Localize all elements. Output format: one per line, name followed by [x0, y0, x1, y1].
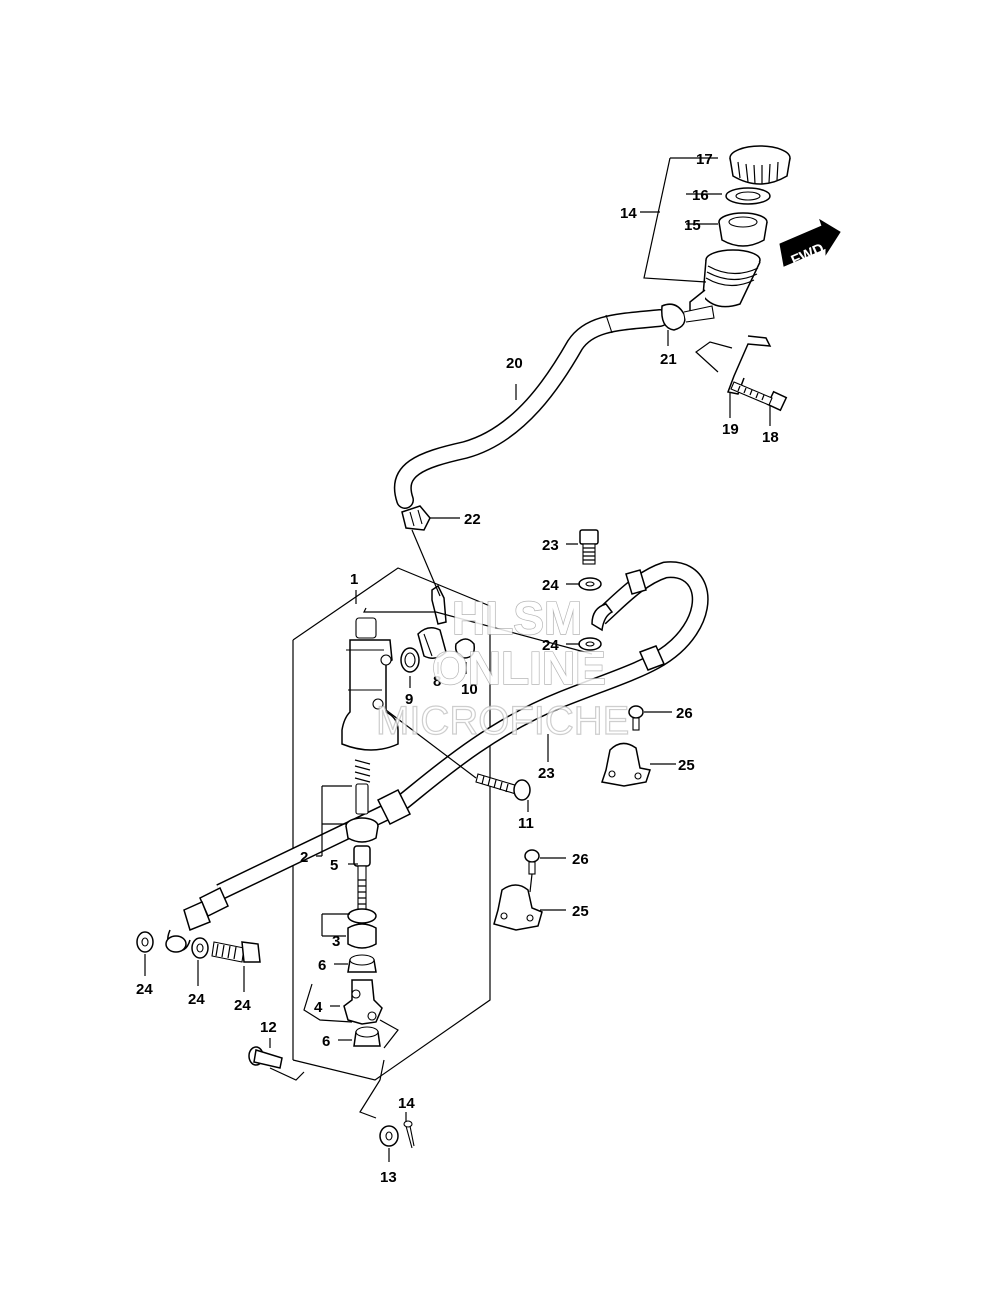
washer-part-24-lower-b	[191, 937, 209, 959]
hose-guide-part-25-lower	[493, 884, 543, 931]
callout-21-upper: 21	[660, 351, 677, 368]
watermark-line-3: MICROFICHE	[376, 699, 629, 743]
nut-part-6-upper	[347, 954, 377, 973]
callout-17: 17	[696, 151, 713, 168]
union-fitting-part-7	[417, 584, 447, 659]
callout-26-upper: 26	[676, 705, 693, 722]
hose-guide-part-25-upper	[601, 742, 651, 787]
callout-22: 23	[538, 765, 555, 782]
callout-20: 20	[506, 355, 523, 372]
callout-24-upper-b: 24	[542, 637, 559, 654]
banjo-bolt-part-23-upper	[579, 529, 599, 565]
o-ring-part-8	[400, 647, 420, 673]
watermark: HLSM ONLINE MICROFICHE	[375, 591, 630, 743]
callout-24-lower-a: 24	[136, 981, 153, 998]
nut-part-6-lower	[353, 1026, 381, 1047]
reservoir-tank-part-14	[689, 249, 761, 313]
hose-clamp-part-21-upper	[661, 303, 715, 331]
push-rod-part-5	[353, 845, 371, 913]
callout-24-upper-a: 24	[542, 577, 559, 594]
callout-2: 2	[300, 849, 308, 866]
washer-part-12	[379, 1125, 399, 1147]
reservoir-cap-part-17	[729, 145, 791, 185]
circlip-part-9	[454, 638, 476, 659]
callout-labels: 17 16 15 14 21 19 18 20 22 23 24 24 1 9 …	[136, 151, 779, 1186]
callout-24-lower-b: 24	[188, 991, 205, 1008]
callout-1: 1	[350, 571, 358, 588]
callout-10: 11	[518, 815, 534, 832]
callout-13: 14	[398, 1095, 415, 1112]
reservoir-hose-part-20	[393, 309, 669, 509]
callout-23-upper: 23	[542, 537, 559, 554]
callout-25-lower: 25	[572, 903, 589, 920]
cotter-pin-part-13	[403, 1120, 415, 1149]
piston-cup-part-2	[345, 817, 379, 843]
bolt-part-10	[475, 773, 531, 801]
callout-16: 16	[692, 187, 709, 204]
banjo-bolt-part-23-lower	[211, 941, 261, 963]
callout-3: 3	[332, 933, 340, 950]
callout-19: 19	[722, 421, 739, 438]
bolt-part-18	[730, 381, 788, 412]
master-cylinder-body	[341, 617, 399, 751]
callout-23-lower: 24	[234, 997, 251, 1014]
callout-21-lower: 22	[464, 511, 481, 528]
callout-7: 8	[433, 673, 441, 690]
brake-hose-part-22	[165, 561, 709, 953]
callout-4: 4	[314, 999, 323, 1016]
callout-8: 9	[405, 691, 413, 708]
callout-6-lower: 6	[322, 1033, 330, 1050]
callout-12: 13	[380, 1169, 397, 1186]
callout-14: 14	[620, 205, 637, 222]
callout-6-upper: 6	[318, 957, 326, 974]
push-rod-spring	[354, 759, 371, 815]
leader-lines	[144, 157, 771, 1162]
callout-9: 10	[461, 681, 478, 698]
boot-part-3	[347, 908, 377, 949]
watermark-line-2: ONLINE	[432, 642, 606, 694]
washer-part-24-upper-a	[578, 577, 602, 591]
clevis-part-4	[343, 979, 383, 1025]
hose-clamp-part-21-lower	[401, 505, 431, 531]
diaphragm-part-15	[718, 212, 768, 247]
screw-part-26-lower	[524, 849, 540, 875]
screw-part-26-upper	[628, 705, 644, 731]
washer-part-24-lower-a	[136, 931, 154, 953]
fwd-direction-badge: FWD	[779, 218, 841, 269]
diaphragm-plate-part-16	[725, 187, 771, 205]
watermark-line-1: HLSM	[452, 592, 582, 644]
callout-11: 12	[260, 1019, 277, 1036]
callout-5: 5	[330, 857, 338, 874]
callout-26-lower: 26	[572, 851, 589, 868]
callout-15: 15	[684, 217, 701, 234]
mounting-bracket-part-19	[726, 335, 772, 395]
clevis-pin-part-11	[248, 1046, 283, 1069]
callout-18: 18	[762, 429, 779, 446]
callout-25-upper: 25	[678, 757, 695, 774]
